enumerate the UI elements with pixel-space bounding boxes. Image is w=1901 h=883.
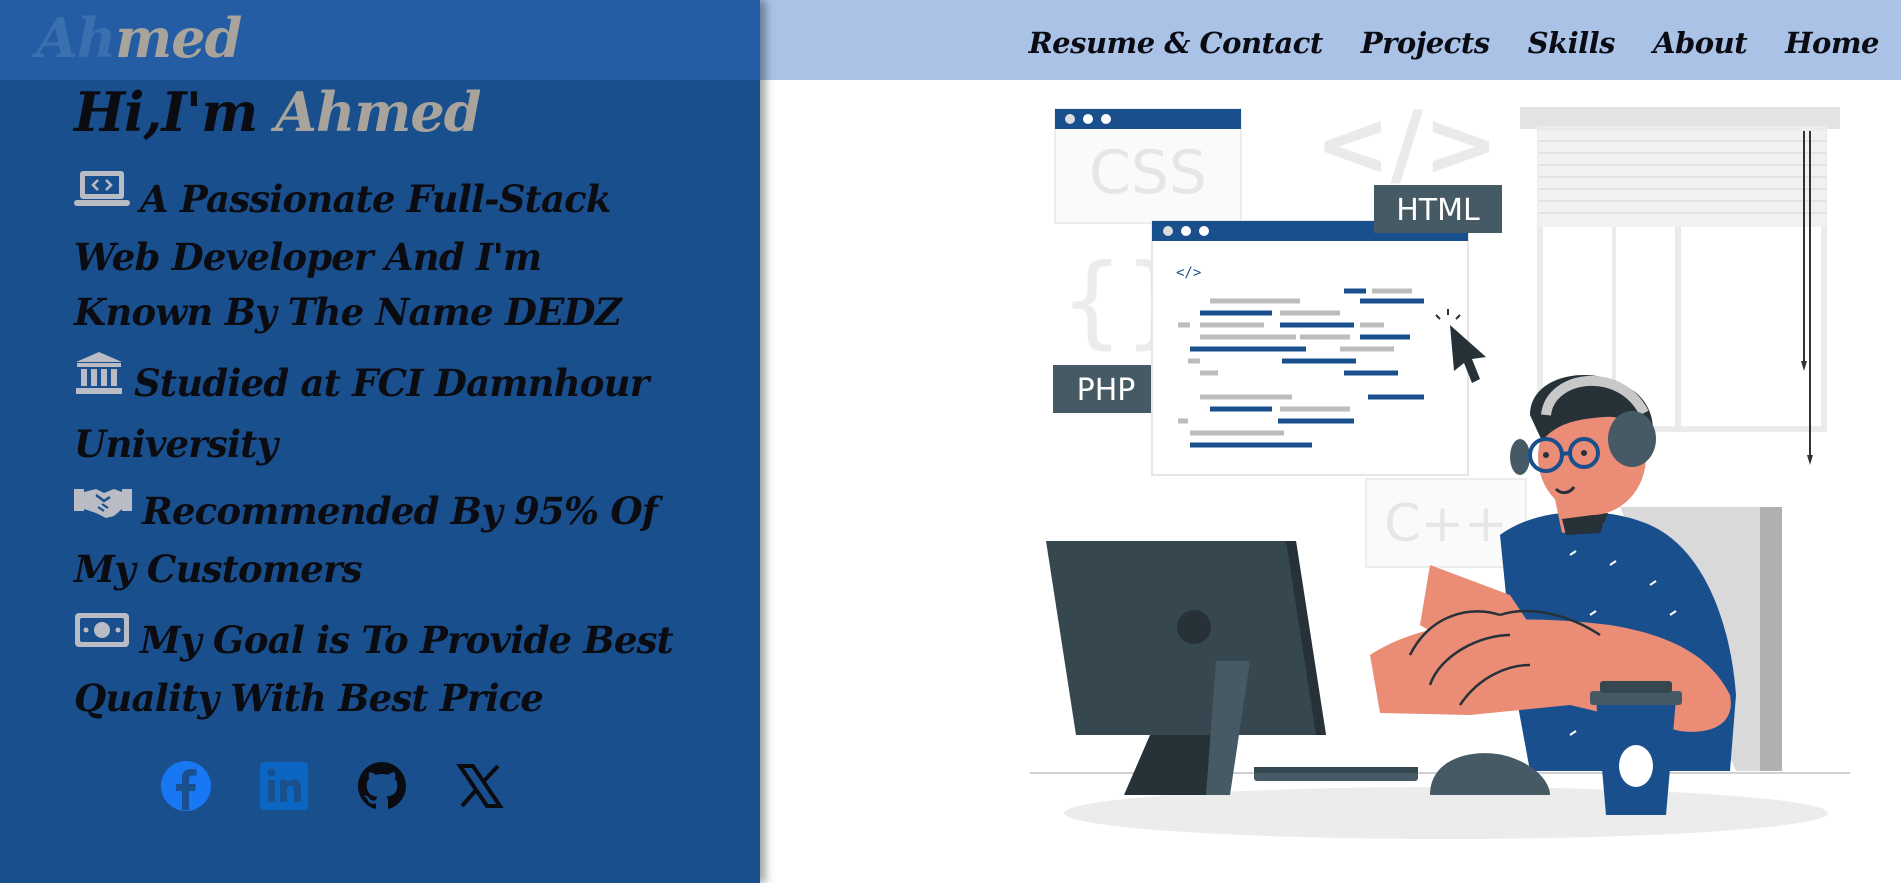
nav-item-about[interactable]: About	[1653, 26, 1748, 60]
window-blinds	[1520, 107, 1840, 465]
github-icon[interactable]	[356, 760, 408, 812]
university-icon	[74, 350, 124, 411]
facebook-icon[interactable]	[160, 760, 212, 812]
bio-text: Recommended By 95% Of My Customers	[74, 489, 658, 591]
handshake-icon	[74, 481, 132, 536]
bio-text: A Passionate Full-Stack Web Developer An…	[74, 177, 622, 334]
nav-item-home[interactable]: Home	[1785, 26, 1879, 60]
php-tag: PHP	[1053, 365, 1159, 413]
money-icon	[74, 610, 130, 665]
computer-monitor	[1046, 541, 1326, 795]
bio-item-education: Studied at FCI Damnhour University	[74, 352, 674, 472]
code-laptop-icon	[74, 169, 130, 224]
bio-item-developer: A Passionate Full-Stack Web Developer An…	[74, 169, 674, 340]
bio-item-goal: My Goal is To Provide Best Quality With …	[74, 613, 674, 726]
svg-text:</>: </>	[1176, 265, 1201, 281]
css-label: CSS	[1089, 138, 1207, 208]
nav-links: Resume & Contact Projects Skills About H…	[1028, 26, 1880, 60]
linkedin-icon[interactable]	[258, 760, 310, 812]
nav-item-skills[interactable]: Skills	[1527, 26, 1616, 60]
cursor-icon	[1450, 325, 1486, 383]
top-navigation: Resume & Contact Projects Skills About H…	[760, 0, 1901, 80]
cpp-label: C++	[1384, 494, 1507, 554]
keyboard	[1254, 767, 1418, 781]
nav-item-projects[interactable]: Projects	[1360, 26, 1490, 60]
code-editor-window: </>	[1151, 220, 1469, 476]
click-spark	[1435, 309, 1461, 320]
coffee-cup	[1590, 681, 1682, 815]
bio-item-recommendation: Recommended By 95% Of My Customers	[74, 484, 674, 597]
hero-greeting: Hi,I'm	[74, 80, 276, 144]
hero-name: Ahmed	[275, 80, 481, 144]
bio-text: My Goal is To Provide Best Quality With …	[74, 618, 674, 720]
developer-illustration: </> CSS {} PHP C++ </>	[1030, 95, 1850, 839]
css-window: CSS	[1054, 108, 1242, 224]
social-links	[160, 760, 506, 812]
code-tag-label: </>	[1315, 95, 1499, 197]
logo-part-1: Ah	[36, 6, 116, 70]
hero-title: Hi,I'm Ahmed	[74, 80, 482, 144]
computer-mouse	[1430, 753, 1550, 795]
html-tag: HTML	[1374, 185, 1502, 233]
bio-text: Studied at FCI Damnhour University	[74, 361, 649, 466]
cpp-box: C++	[1365, 478, 1527, 568]
left-header-bar: Ahmed	[0, 0, 760, 80]
nav-item-resume-contact[interactable]: Resume & Contact	[1028, 26, 1324, 60]
logo[interactable]: Ahmed	[36, 6, 242, 70]
php-label: PHP	[1077, 373, 1136, 408]
x-icon[interactable]	[454, 760, 506, 812]
html-label: HTML	[1396, 193, 1480, 228]
intro-panel: Ahmed Hi,I'm Ahmed A Passionate Full-Sta…	[0, 0, 760, 883]
logo-part-2: med	[115, 6, 242, 70]
